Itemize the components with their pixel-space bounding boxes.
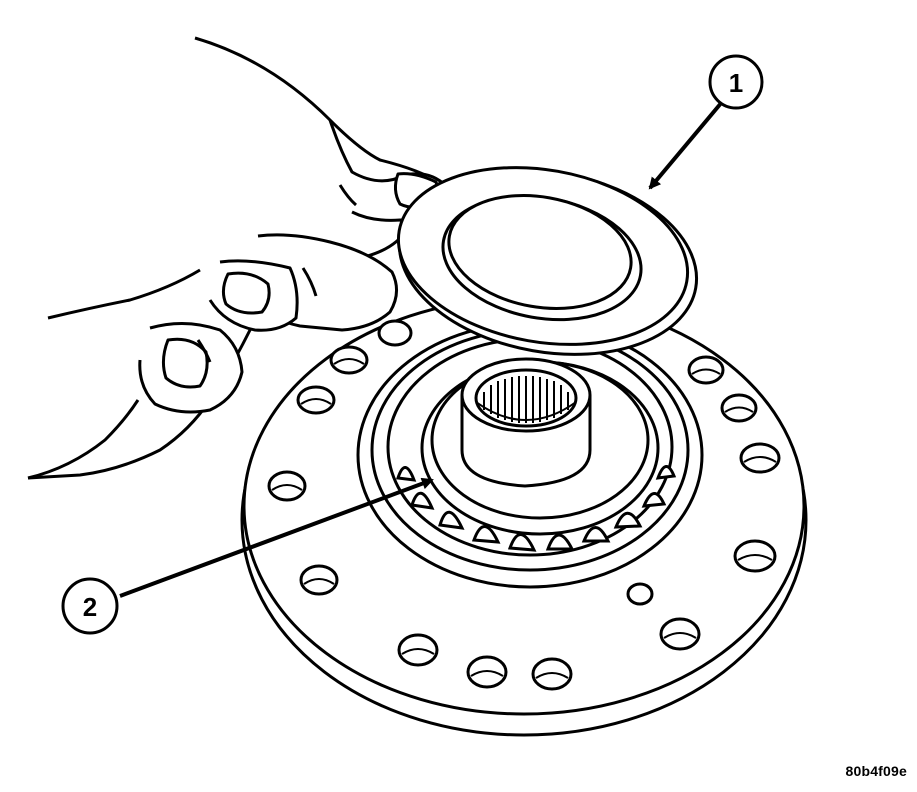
figure-code: 80b4f09e xyxy=(845,763,907,779)
callout-leaders xyxy=(119,100,724,598)
leader-1 xyxy=(648,100,724,190)
bolt-holes xyxy=(267,284,781,691)
thrust-washer xyxy=(396,166,699,356)
hand xyxy=(27,36,450,480)
callout-label-1: 1 xyxy=(729,68,743,98)
callout-circle-1 xyxy=(708,54,764,110)
leader-2 xyxy=(119,477,434,598)
callout-circle-2 xyxy=(61,577,119,635)
bolt-hole-shading xyxy=(271,358,777,679)
callout-2: 2 xyxy=(61,577,119,635)
spline-teeth xyxy=(483,376,569,423)
bearing-rollers xyxy=(396,465,677,552)
callout-label-2: 2 xyxy=(83,592,97,622)
callout-1: 1 xyxy=(708,54,764,110)
